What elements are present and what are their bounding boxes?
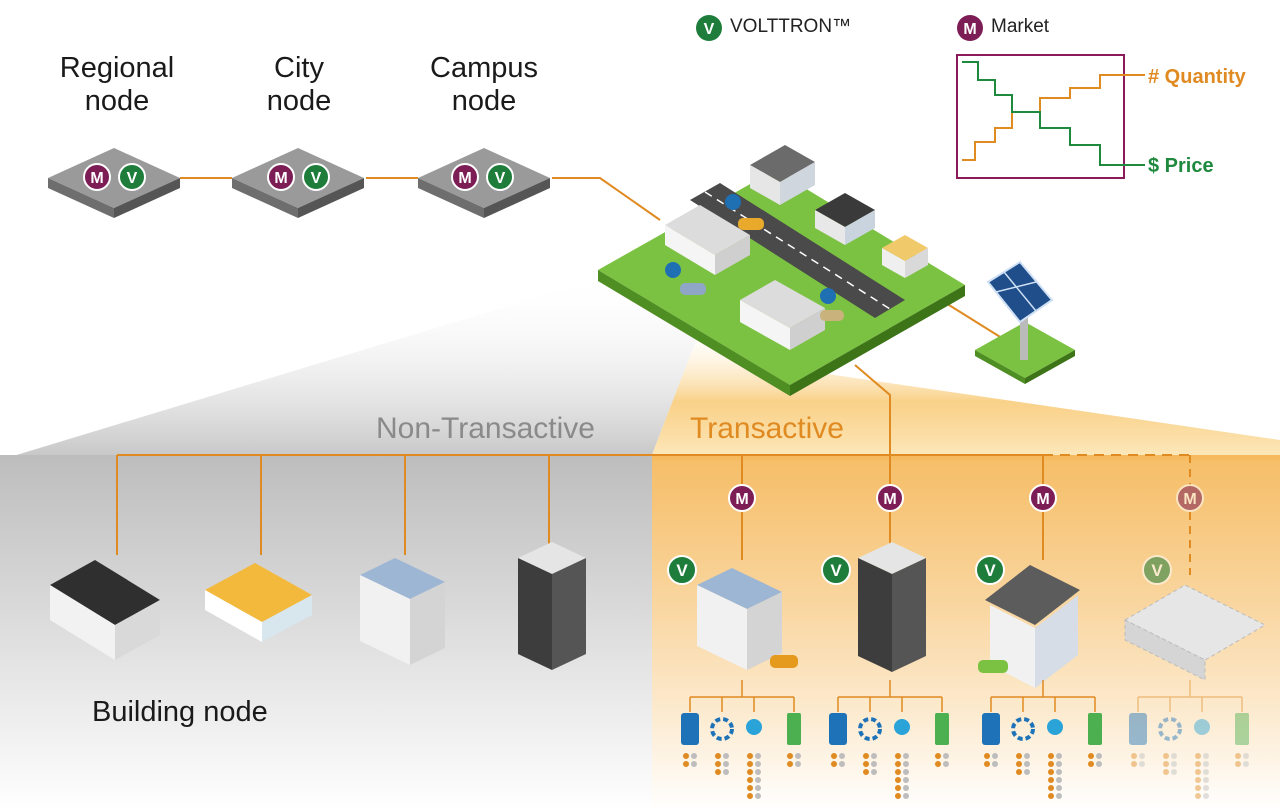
office-bottom	[740, 280, 825, 350]
charge-icon	[820, 288, 836, 304]
lighting-bulb-icon	[1194, 719, 1210, 735]
campus-volttron-badge: V	[486, 163, 514, 191]
svg-text:M: M	[1036, 491, 1049, 508]
campus-illustration	[598, 145, 965, 396]
svg-text:V: V	[704, 21, 715, 38]
non-transactive-label: Non-Transactive	[376, 412, 595, 445]
lighting-bulb-icon	[1047, 719, 1063, 735]
building-market-badge: M	[876, 484, 904, 512]
building-market-badge: M	[728, 484, 756, 512]
regional-node-tile[interactable]	[48, 148, 180, 218]
ev-charger-icon	[1235, 713, 1249, 745]
building-volttron-badge: V	[821, 555, 851, 585]
price-quantity-chart	[956, 54, 1145, 179]
lighting-bulb-icon	[894, 719, 910, 735]
regional-market-badge: M	[83, 163, 111, 191]
building-node-label: Building node	[92, 696, 268, 728]
city-node-tile[interactable]	[232, 148, 364, 218]
ev-charger-icon	[1088, 713, 1102, 745]
device-group	[829, 680, 949, 799]
price-line	[962, 61, 1145, 166]
svg-text:M: M	[735, 491, 748, 508]
storage-battery-icon	[829, 713, 847, 745]
ev-car-2	[680, 283, 706, 295]
hvac-fan-icon	[858, 717, 882, 741]
building-volttron-badge-faded: V	[1142, 555, 1172, 585]
building-placeholder	[1123, 584, 1267, 681]
svg-text:V: V	[984, 561, 996, 580]
building-market-badge-faded: M	[1176, 484, 1204, 512]
market-legend-label: Market	[991, 16, 1050, 37]
storage-battery-icon	[1129, 713, 1147, 745]
building-house	[978, 565, 1080, 688]
svg-text:M: M	[1183, 491, 1196, 508]
hvac-fan-icon	[1011, 717, 1035, 741]
svg-text:M: M	[458, 170, 471, 187]
ev-car-3	[820, 310, 844, 321]
volttron-legend-label: VOLTTRON™	[730, 16, 852, 37]
building-volttron-badge: V	[975, 555, 1005, 585]
svg-text:M: M	[883, 491, 896, 508]
device-group	[982, 680, 1102, 799]
svg-text:V: V	[311, 170, 322, 187]
hvac-fan-icon	[1158, 717, 1182, 741]
svg-text:V: V	[495, 170, 506, 187]
regional-node-label: Regional node	[59, 52, 175, 118]
device-group	[1129, 680, 1249, 799]
campus-market-badge: M	[451, 163, 479, 191]
storage-battery-icon	[681, 713, 699, 745]
building-office-2	[697, 568, 798, 670]
solar-panel-illustration	[975, 260, 1075, 384]
transactive-fan	[650, 330, 1280, 460]
campus-node-label: Campus node	[430, 52, 538, 118]
house-top	[750, 145, 815, 205]
non-transactive-fan	[0, 272, 700, 460]
hvac-fan-icon	[710, 717, 734, 741]
charge-icon	[665, 262, 681, 278]
building-volttron-badge: V	[667, 555, 697, 585]
price-label: $ Price	[1148, 155, 1214, 177]
svg-text:V: V	[127, 170, 138, 187]
charge-icon	[725, 194, 741, 210]
ev-charger-icon	[935, 713, 949, 745]
svg-text:V: V	[1151, 561, 1163, 580]
building-market-badge: M	[1029, 484, 1057, 512]
svg-text:M: M	[90, 170, 103, 187]
city-node-label: City node	[266, 52, 332, 118]
svg-text:M: M	[274, 170, 287, 187]
building-tower-2	[858, 542, 926, 672]
building-complex-2	[205, 563, 312, 642]
building-complex-1	[50, 560, 160, 660]
device-group	[681, 680, 801, 799]
lighting-bulb-icon	[746, 719, 762, 735]
garage	[882, 235, 928, 278]
svg-text:V: V	[676, 561, 688, 580]
volttron-legend-icon: V	[696, 15, 722, 41]
city-market-badge: M	[267, 163, 295, 191]
storage-battery-icon	[982, 713, 1000, 745]
ev-charger-icon	[787, 713, 801, 745]
flat-building	[815, 193, 875, 245]
ev-car-1	[738, 218, 764, 230]
device-groups	[681, 680, 1249, 799]
svg-text:V: V	[830, 561, 842, 580]
regional-volttron-badge: V	[118, 163, 146, 191]
market-legend-icon: M	[957, 15, 983, 41]
svg-text:M: M	[963, 21, 976, 38]
city-volttron-badge: V	[302, 163, 330, 191]
quantity-label: # Quantity	[1148, 66, 1246, 88]
transactive-label: Transactive	[690, 412, 844, 445]
building-bus	[116, 454, 1191, 575]
building-tower-1	[518, 542, 586, 670]
campus-node-tile[interactable]	[418, 148, 550, 218]
office-left	[665, 205, 750, 275]
building-office-1	[360, 558, 445, 665]
